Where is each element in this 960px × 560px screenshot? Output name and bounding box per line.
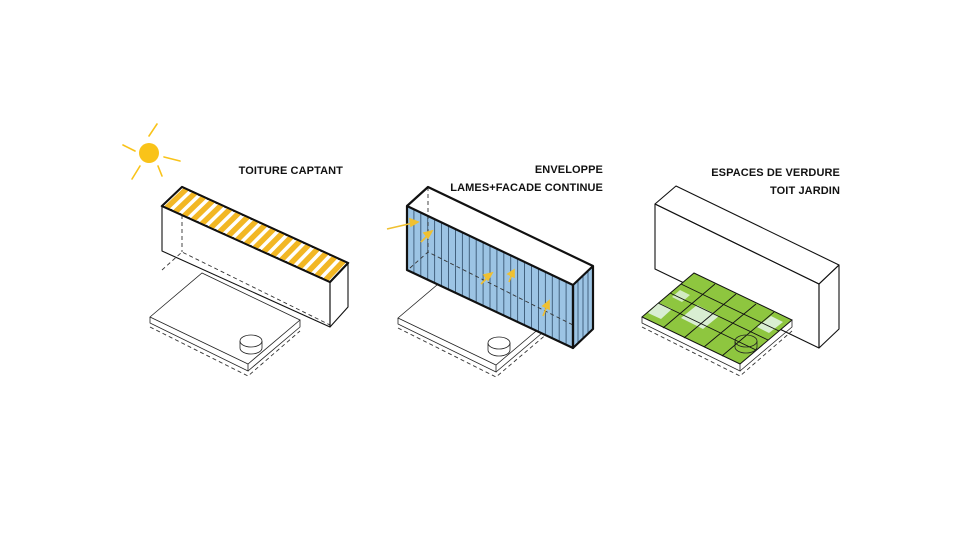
panel-title-line: TOITURE CAPTANT xyxy=(239,165,344,177)
panel-espaces-verdure: ESPACES DE VERDURE TOIT JARDIN xyxy=(641,167,840,377)
panel-title-line: ESPACES DE VERDURE xyxy=(711,167,840,179)
roof-outline xyxy=(160,185,350,284)
panel-enveloppe: ENVELOPPE LAMES+FACADE CONTINUE xyxy=(386,164,603,378)
panel-title-line: ENVELOPPE xyxy=(535,164,603,176)
green-roof-slab xyxy=(641,272,793,377)
arrow-icon xyxy=(386,217,550,317)
panel-title-line: LAMES+FACADE CONTINUE xyxy=(450,182,603,194)
facade-lames xyxy=(413,209,589,345)
panel-title-line: TOIT JARDIN xyxy=(770,185,840,197)
solar-panel-roof xyxy=(160,185,350,284)
main-volume xyxy=(654,185,840,349)
main-volume xyxy=(405,185,595,350)
base-slab xyxy=(149,272,301,377)
sun-icon xyxy=(122,123,181,180)
panel-toiture-captant: TOITURE CAPTANT xyxy=(122,123,350,377)
